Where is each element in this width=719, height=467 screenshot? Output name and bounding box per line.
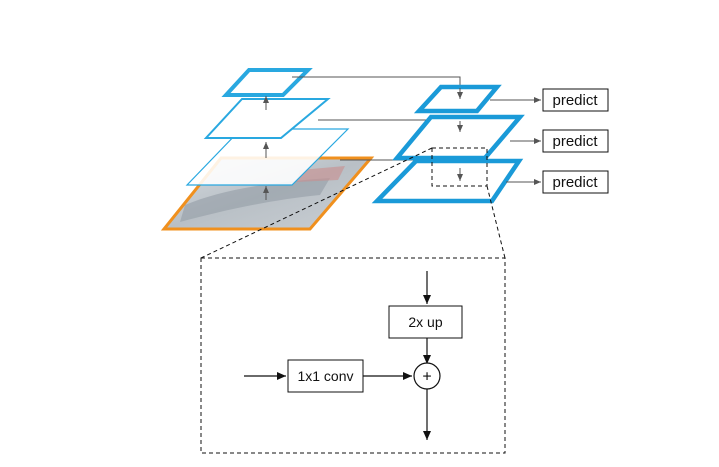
top-down-level-3 (413, 84, 502, 114)
predict-label-3: predict (552, 174, 598, 191)
bottom-up-pathway (160, 68, 375, 231)
merge-detail-panel: 2x up 1x1 conv + (200, 257, 506, 454)
bottom-up-level-2 (203, 98, 331, 139)
predict-label-1: predict (552, 92, 598, 109)
predict-column: predict predict predict (490, 88, 609, 194)
top-down-pathway (371, 84, 525, 204)
zoom-region-box (431, 147, 488, 187)
upsample-box (388, 305, 463, 339)
conv-label: 1x1 conv (297, 368, 353, 384)
predict-box-2 (542, 129, 609, 153)
boat-shape (180, 178, 330, 222)
zoom-lines (200, 147, 506, 259)
conv-box (287, 359, 364, 393)
detail-panel-border (200, 257, 506, 454)
top-down-level-1 (371, 158, 524, 204)
predict-box-3 (542, 170, 609, 194)
image-border (160, 156, 375, 231)
sum-symbol: + (422, 369, 431, 386)
bottom-up-level-3 (221, 68, 313, 97)
upsample-label: 2x up (408, 314, 442, 330)
person-shape (296, 166, 345, 182)
predict-label-2: predict (552, 133, 598, 150)
zoom-line-left (200, 147, 433, 259)
top-down-level-2 (392, 114, 525, 161)
zoom-line-right (486, 185, 506, 259)
predict-box-1 (542, 88, 609, 112)
bottom-up-level-1 (185, 128, 350, 186)
